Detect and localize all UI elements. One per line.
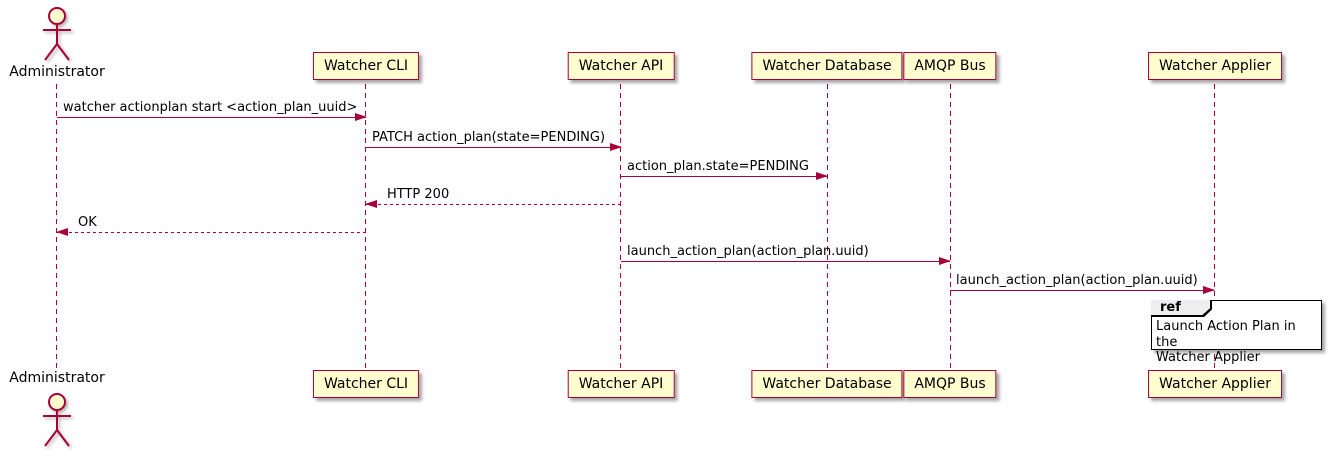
lifeline-watcher-database [827,84,828,370]
arrowhead-right-icon [816,172,828,180]
ref-keyword: ref [1151,300,1210,315]
participant-amqp-bus-bottom: AMQP Bus [903,370,997,398]
actor-icon [37,387,77,455]
ref-text-line1: Launch Action Plan in the [1156,319,1296,350]
arrowhead-right-icon [610,143,622,151]
message-text: action_plan.state=PENDING [627,159,809,174]
participant-amqp-bus-top: AMQP Bus [903,52,997,80]
ref-body: Launch Action Plan in the Watcher Applie… [1152,318,1321,367]
ref-text-line2: Watcher Applier [1156,350,1260,365]
message-text: OK [78,215,97,230]
message-state-pending: action_plan.state=PENDING [621,159,828,180]
message-start-actionplan: watcher actionplan start <action_plan_uu… [57,100,367,121]
message-text: PATCH action_plan(state=PENDING) [372,130,606,145]
message-http-200: HTTP 200 [365,187,621,208]
lifeline-administrator [56,84,57,370]
message-patch-action-plan: PATCH action_plan(state=PENDING) [366,130,622,151]
message-ok: OK [56,215,366,236]
arrowhead-left-icon [365,200,377,208]
actor-label-bottom: Administrator [9,370,105,386]
participant-watcher-cli-top: Watcher CLI [312,52,420,80]
arrowhead-right-icon [355,113,367,121]
message-line [366,143,622,151]
message-launch-action-plan-amqp: launch_action_plan(action_plan.uuid) [621,244,951,265]
participant-watcher-applier-bottom: Watcher Applier [1148,370,1282,398]
lifeline-watcher-applier [1214,84,1215,370]
message-text: watcher actionplan start <action_plan_uu… [63,100,358,115]
participant-watcher-database-top: Watcher Database [751,52,903,80]
message-text: launch_action_plan(action_plan.uuid) [627,244,869,259]
arrowhead-right-icon [1203,286,1215,294]
message-line [621,172,828,180]
message-line [57,113,367,121]
message-line [950,286,1215,294]
message-line [56,228,366,236]
message-text: launch_action_plan(action_plan.uuid) [956,273,1198,288]
participant-watcher-api-bottom: Watcher API [567,370,675,398]
lifeline-watcher-api [620,84,621,370]
arrowhead-right-icon [939,257,951,265]
participant-watcher-api-top: Watcher API [567,52,675,80]
actor-label-top: Administrator [9,64,105,80]
message-launch-action-plan-applier: launch_action_plan(action_plan.uuid) [950,273,1215,294]
message-line [365,200,621,208]
lifeline-watcher-cli [365,84,366,370]
lifeline-amqp-bus [950,84,951,370]
participant-watcher-cli-bottom: Watcher CLI [312,370,420,398]
arrowhead-left-icon [56,228,68,236]
actor-icon [37,2,77,68]
ref-fragment: ref Launch Action Plan in the Watcher Ap… [1151,300,1322,365]
ref-tab: ref [1151,300,1212,317]
participant-watcher-database-bottom: Watcher Database [751,370,903,398]
message-line [621,257,951,265]
message-text: HTTP 200 [387,187,450,202]
participant-watcher-applier-top: Watcher Applier [1148,52,1282,80]
